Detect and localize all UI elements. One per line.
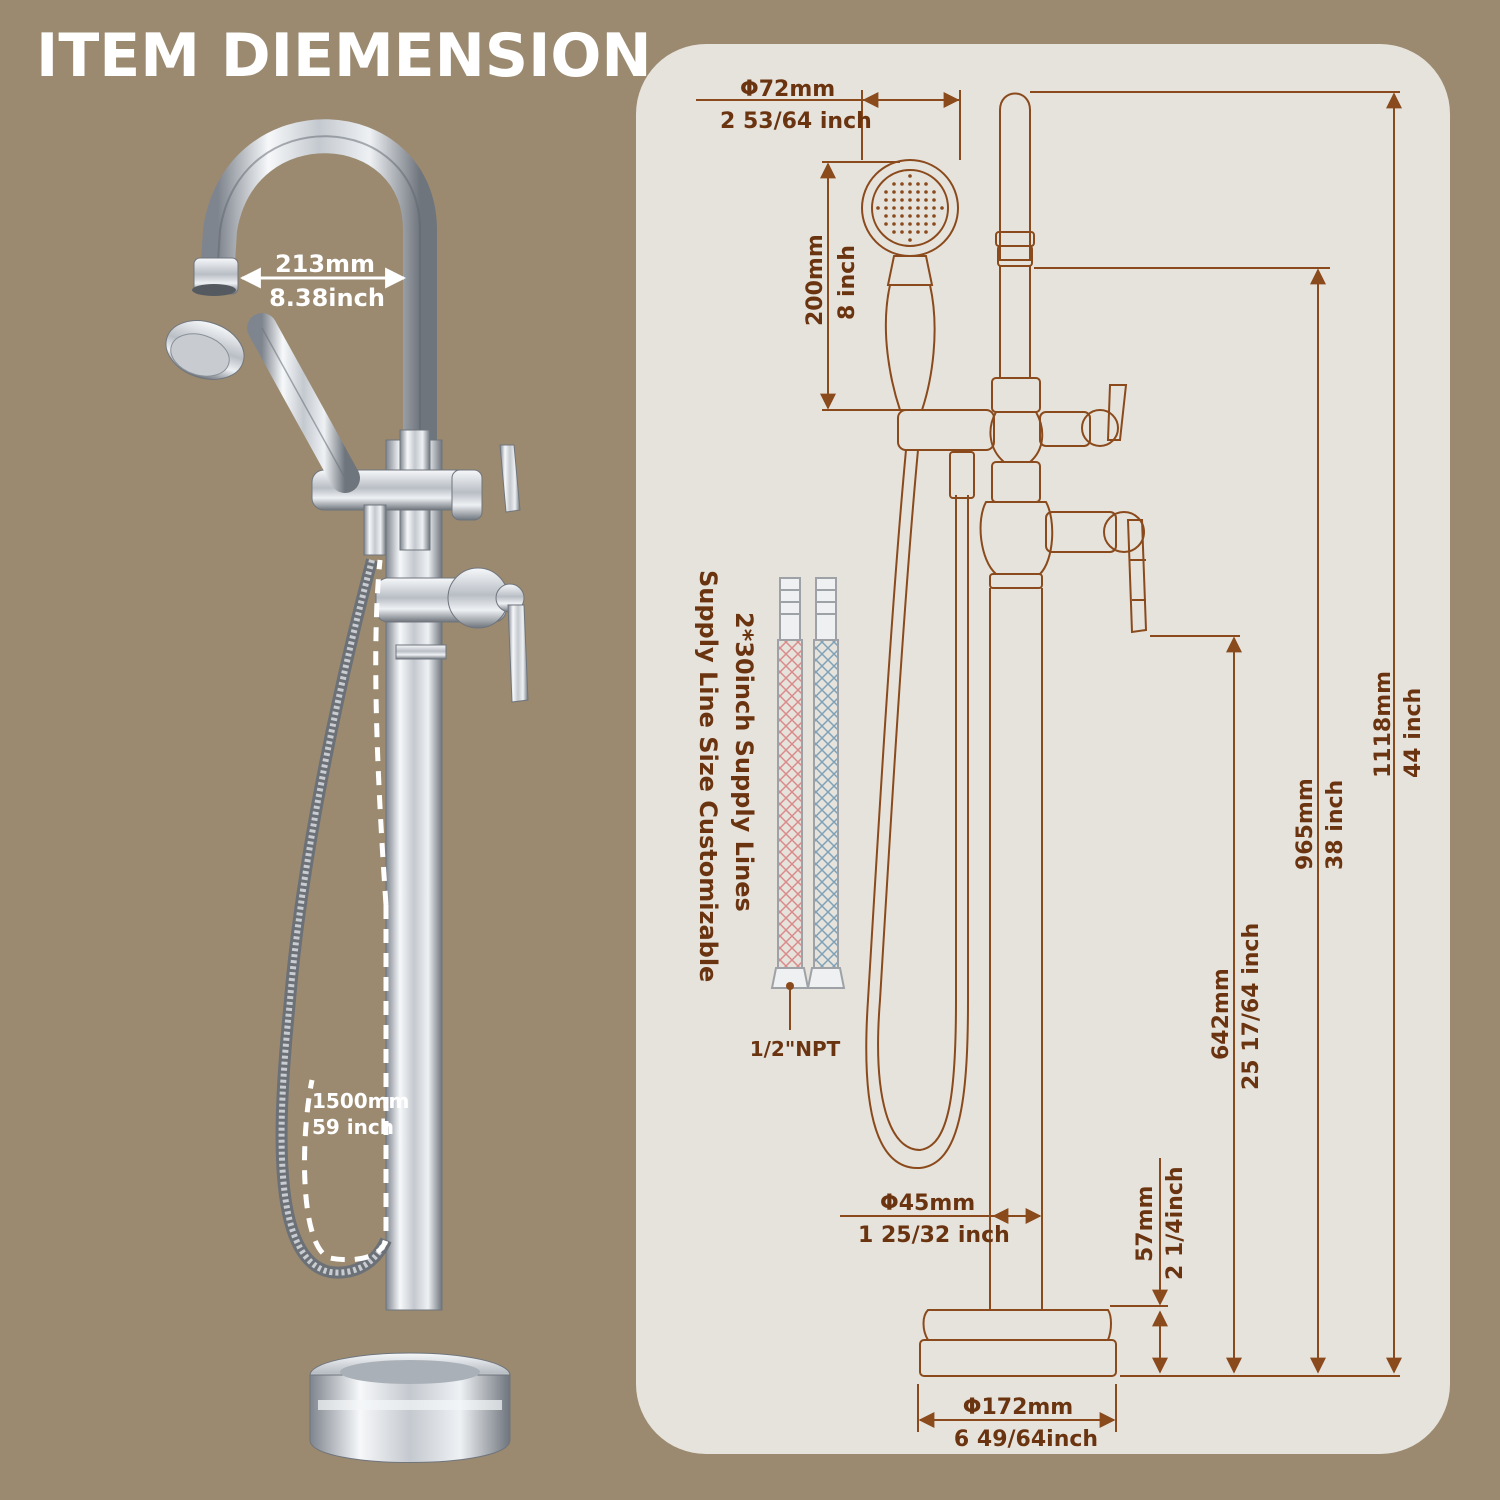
nozzle-dot: [884, 206, 888, 210]
nozzle-dot: [916, 190, 920, 194]
base-dia-mm: Φ172mm: [963, 1395, 1073, 1420]
hose-length-in: 59 inch: [312, 1115, 394, 1139]
nozzle-dot: [876, 206, 880, 210]
nozzle-dot: [924, 214, 928, 218]
nozzle-dot: [892, 190, 896, 194]
base-dia-in: 6 49/64inch: [954, 1427, 1098, 1452]
faucet-photo: 213mm 8.38inch 1500mm 59 inch: [165, 119, 529, 1463]
nozzle-dot: [900, 230, 904, 234]
nozzle-dot: [908, 190, 912, 194]
nozzle-dot: [924, 222, 928, 226]
handle-height-mm: 642mm: [1209, 968, 1234, 1060]
nozzle-dot: [884, 198, 888, 202]
nozzle-dot: [940, 206, 944, 210]
total-height-mm: 1118mm: [1371, 671, 1396, 778]
nozzle-dot: [892, 214, 896, 218]
nozzle-dot: [900, 198, 904, 202]
riser-dia-in: 1 25/32 inch: [858, 1223, 1010, 1248]
handshower-nozzles: [876, 174, 944, 242]
nozzle-dot: [900, 222, 904, 226]
handshower: [165, 313, 360, 493]
base-height-mm: 57mm: [1133, 1186, 1158, 1262]
hose-length-guide: [302, 559, 389, 1263]
nozzle-dot: [908, 230, 912, 234]
nozzle-dot: [884, 222, 888, 226]
riser-pipe: [385, 439, 443, 1311]
nozzle-dot: [932, 190, 936, 194]
nozzle-dot: [916, 214, 920, 218]
cold-supply-line: [813, 639, 839, 971]
nozzle-dot: [892, 198, 896, 202]
nozzle-dot: [916, 206, 920, 210]
riser-dia-mm: Φ45mm: [880, 1191, 975, 1216]
nozzle-dot: [908, 182, 912, 186]
floor-base: [309, 1374, 511, 1463]
nozzle-dot: [924, 182, 928, 186]
nozzle-dot: [900, 182, 904, 186]
nozzle-dot: [908, 238, 912, 242]
handshower-len-mm: 200mm: [803, 234, 828, 326]
nozzle-dot: [916, 182, 920, 186]
nozzle-dot: [908, 214, 912, 218]
line-drawing: [861, 92, 1148, 1377]
nozzle-dot: [892, 222, 896, 226]
supply-lines: 1/2"NPT 2*30inch Supply Lines Supply Lin…: [694, 570, 846, 1061]
nozzle-dot: [924, 190, 928, 194]
nozzle-dot: [900, 214, 904, 218]
nozzle-dot: [924, 230, 928, 234]
nozzle-dot: [932, 222, 936, 226]
nozzle-dot: [932, 206, 936, 210]
hot-supply-line: [777, 639, 803, 971]
nozzle-dot: [932, 198, 936, 202]
hose-length-mm: 1500mm: [312, 1089, 409, 1113]
nozzle-dot: [916, 230, 920, 234]
nozzle-dot: [892, 230, 896, 234]
spout-height-mm: 965mm: [1293, 778, 1318, 870]
page-title: ITEM DIEMENSION: [36, 21, 652, 91]
nozzle-dot: [900, 206, 904, 210]
total-height-in: 44 inch: [1401, 688, 1426, 778]
handshower-len-in: 8 inch: [835, 245, 860, 320]
shower-hose: [275, 558, 392, 1279]
handle-height-in: 25 17/64 inch: [1239, 923, 1264, 1090]
diverter-handle: [499, 444, 521, 513]
nozzle-dot: [908, 222, 912, 226]
nozzle-dot: [916, 222, 920, 226]
supply-lines-label: 2*30inch Supply Lines: [730, 612, 758, 912]
nozzle-dot: [892, 206, 896, 210]
nozzle-dot: [884, 190, 888, 194]
nozzle-dot: [932, 214, 936, 218]
nozzle-dot: [908, 174, 912, 178]
supply-thread-label: 1/2"NPT: [750, 1037, 841, 1061]
spout-reach-in: 8.38inch: [269, 284, 385, 312]
nozzle-dot: [892, 182, 896, 186]
nozzle-dot: [908, 198, 912, 202]
spout-reach-mm: 213mm: [275, 250, 375, 278]
nozzle-dot: [884, 214, 888, 218]
dimension-lines: [696, 90, 1402, 1432]
nozzle-dot: [900, 190, 904, 194]
nozzle-dot: [908, 206, 912, 210]
nozzle-dot: [924, 206, 928, 210]
handshower-dia-mm: Φ72mm: [740, 77, 835, 102]
supply-customizable-label: Supply Line Size Customizable: [694, 570, 722, 982]
base-height-in: 2 1/4inch: [1163, 1166, 1188, 1280]
handshower-dia-in: 2 53/64 inch: [720, 109, 872, 134]
nozzle-dot: [924, 198, 928, 202]
spout-height-in: 38 inch: [1323, 780, 1348, 870]
nozzle-dot: [916, 198, 920, 202]
mixer-handle: [507, 604, 529, 703]
